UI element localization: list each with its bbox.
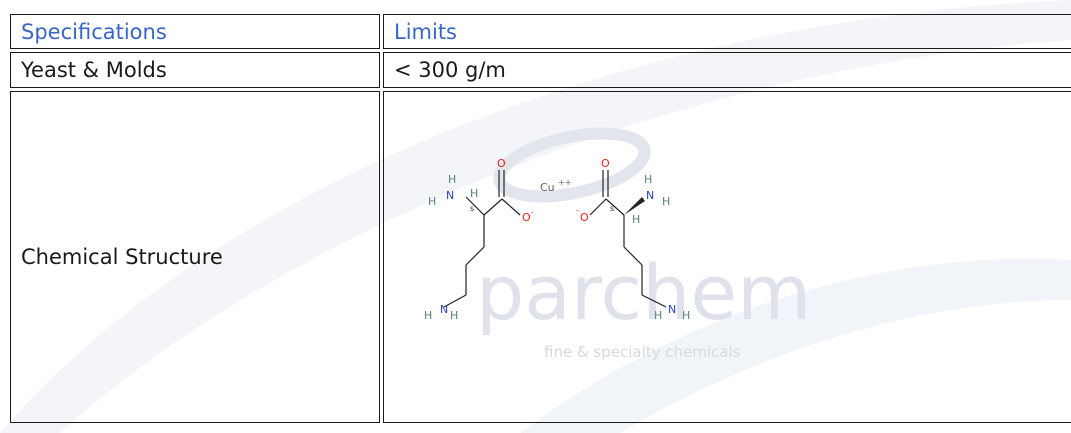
copper-ion: Cu ++ — [540, 178, 571, 194]
parchem-watermark: parchem fine & specialty chemicals — [476, 127, 811, 361]
limit-cell: < 300 g/m — [383, 52, 1071, 88]
spec-cell: Chemical Structure — [10, 91, 380, 423]
atom-label: H — [424, 309, 432, 322]
spec-cell: Yeast & Molds — [10, 52, 380, 88]
atom-label: H — [428, 195, 436, 208]
charge-label: - — [531, 208, 534, 217]
structure-cell: parchem fine & specialty chemicals — [383, 91, 1071, 423]
atom-label: O — [580, 211, 589, 224]
atom-label: O — [497, 157, 506, 170]
left-lysine-atoms: H N H H s O O - N H H — [424, 157, 534, 322]
atom-label: H — [654, 309, 662, 322]
atom-label: H — [662, 195, 670, 208]
right-lysine-bonds — [589, 170, 667, 308]
specifications-table: Specifications Limits Yeast & Molds < 30… — [7, 11, 1071, 426]
header-specifications: Specifications — [10, 14, 380, 49]
wedge-bond — [624, 197, 645, 215]
atom-label: N — [446, 189, 454, 202]
atom-label: N — [646, 189, 654, 202]
atom-label: Cu — [540, 181, 555, 194]
chemical-structure-image: parchem fine & specialty chemicals — [424, 127, 811, 361]
stereo-label: s — [610, 204, 614, 213]
charge-label: - — [576, 206, 579, 215]
right-lysine-atoms: O O - s H H N H H N H — [576, 157, 690, 322]
atom-label: N — [440, 303, 448, 316]
atom-label: H — [632, 213, 640, 226]
atom-label: H — [448, 173, 456, 186]
stereo-label: s — [470, 204, 474, 213]
atom-label: N — [668, 303, 676, 316]
table-header-row: Specifications Limits — [10, 14, 1071, 49]
atom-label: H — [682, 309, 690, 322]
charge-label: ++ — [558, 178, 571, 187]
atom-label: O — [601, 157, 610, 170]
left-lysine-bonds — [443, 170, 521, 308]
watermark-tagline: fine & specialty chemicals — [544, 343, 741, 361]
atom-label: H — [470, 187, 478, 200]
atom-label: O — [522, 211, 531, 224]
watermark-brand: parchem — [476, 248, 811, 337]
table-row: Chemical Structure parchem fine & specia… — [10, 91, 1071, 423]
atom-label: H — [644, 173, 652, 186]
atom-label: H — [450, 309, 458, 322]
header-limits: Limits — [383, 14, 1071, 49]
table-row: Yeast & Molds < 300 g/m — [10, 52, 1071, 88]
